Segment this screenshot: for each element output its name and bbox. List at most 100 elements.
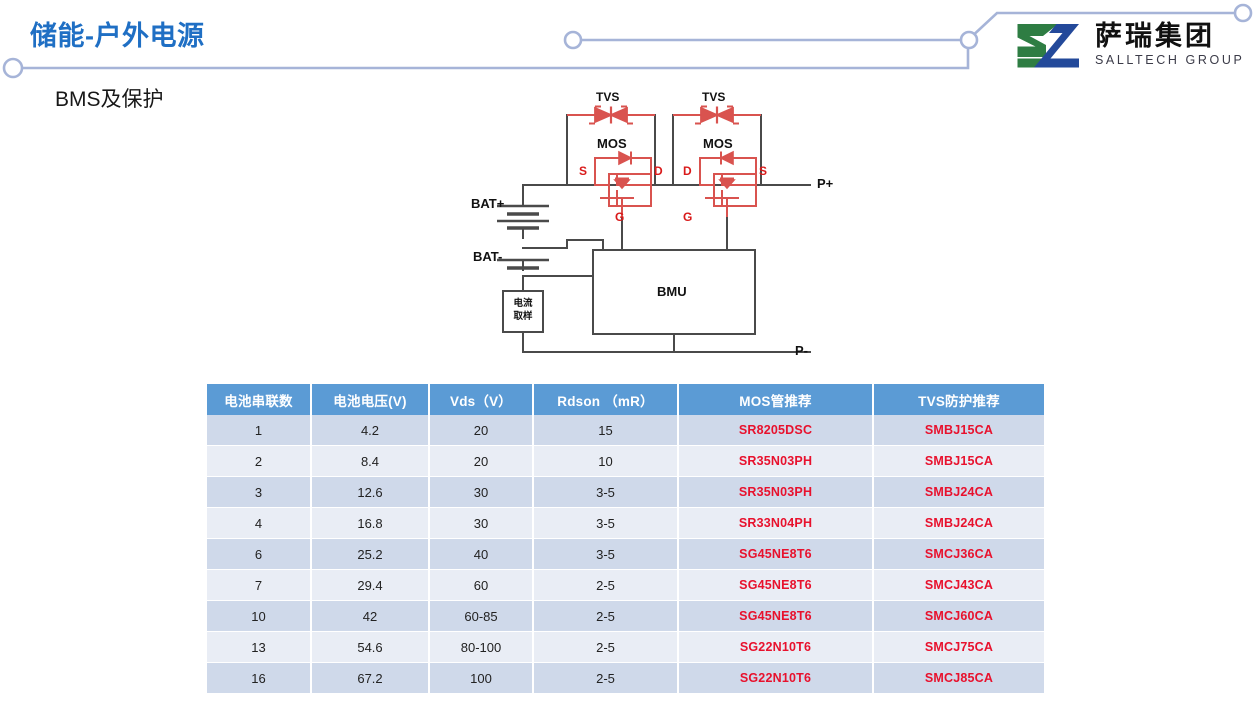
- table-row: 1 4.2 20 15 SR8205DSC SMBJ15CA: [207, 415, 1044, 446]
- cell-battery-voltage: 42: [311, 600, 430, 632]
- cell-vds: 30: [429, 507, 534, 539]
- label-p-plus: P+: [817, 176, 834, 191]
- col-header-series-count: 电池串联数: [207, 384, 312, 415]
- cell-vds: 80-100: [429, 631, 534, 663]
- cell-series-count: 16: [207, 662, 312, 694]
- cell-rdson: 10: [533, 445, 679, 477]
- col-header-battery-voltage: 电池电压(V): [311, 384, 430, 415]
- circuit-svg: [497, 105, 811, 353]
- label-bat-minus: BAT-: [473, 249, 503, 264]
- deco-circle-left: [2, 57, 24, 79]
- cell-series-count: 4: [207, 507, 312, 539]
- cell-series-count: 13: [207, 631, 312, 663]
- label-tvs-right: TVS: [702, 90, 726, 104]
- label-shunt-line1: 电流: [513, 298, 533, 309]
- company-logo: 萨瑞集团 SALLTECH GROUP: [1013, 14, 1245, 76]
- cell-vds: 20: [429, 415, 534, 446]
- cell-vds: 100: [429, 662, 534, 694]
- cell-battery-voltage: 67.2: [311, 662, 430, 694]
- logo-name-cn: 萨瑞集团: [1095, 21, 1215, 53]
- mos-tvs-selection-table: 电池串联数 电池电压(V) Vds（V） Rdson （mR） MOS管推荐 T…: [207, 384, 1044, 694]
- label-drain-left: D: [654, 164, 663, 178]
- label-p-minus: P-: [795, 343, 808, 358]
- cell-battery-voltage: 54.6: [311, 631, 430, 663]
- label-drain-right: D: [683, 164, 692, 178]
- col-header-mos-recommend: MOS管推荐: [678, 384, 874, 415]
- cell-tvs-part: SMBJ15CA: [873, 445, 1044, 477]
- cell-vds: 60: [429, 569, 534, 601]
- table-row: 13 54.6 80-100 2-5 SG22N10T6 SMCJ75CA: [207, 631, 1044, 663]
- table-row: 4 16.8 30 3-5 SR33N04PH SMBJ24CA: [207, 507, 1044, 539]
- cell-battery-voltage: 12.6: [311, 476, 430, 508]
- cell-mos-part: SG45NE8T6: [678, 538, 874, 570]
- cell-mos-part: SG45NE8T6: [678, 600, 874, 632]
- cell-vds: 40: [429, 538, 534, 570]
- cell-vds: 20: [429, 445, 534, 477]
- cell-tvs-part: SMCJ75CA: [873, 631, 1044, 663]
- label-tvs-left: TVS: [596, 90, 620, 104]
- label-source-left: S: [579, 164, 588, 178]
- cell-tvs-part: SMCJ85CA: [873, 662, 1044, 694]
- cell-tvs-part: SMCJ36CA: [873, 538, 1044, 570]
- cell-battery-voltage: 16.8: [311, 507, 430, 539]
- cell-series-count: 10: [207, 600, 312, 632]
- cell-tvs-part: SMBJ24CA: [873, 476, 1044, 508]
- table-row: 2 8.4 20 10 SR35N03PH SMBJ15CA: [207, 445, 1044, 477]
- cell-tvs-part: SMBJ15CA: [873, 415, 1044, 446]
- table-row: 3 12.6 30 3-5 SR35N03PH SMBJ24CA: [207, 476, 1044, 508]
- deco-circle-middle: [563, 30, 583, 50]
- label-mos-left: MOS: [597, 136, 627, 151]
- cell-rdson: 2-5: [533, 600, 679, 632]
- col-header-vds: Vds（V）: [429, 384, 534, 415]
- cell-rdson: 15: [533, 415, 679, 446]
- table-row: 16 67.2 100 2-5 SG22N10T6 SMCJ85CA: [207, 662, 1044, 694]
- salltech-logo-mark: [1017, 24, 1079, 68]
- cell-tvs-part: SMCJ60CA: [873, 600, 1044, 632]
- cell-series-count: 7: [207, 569, 312, 601]
- cell-rdson: 2-5: [533, 662, 679, 694]
- cell-battery-voltage: 25.2: [311, 538, 430, 570]
- label-gate-right: G: [683, 210, 693, 224]
- cell-mos-part: SR35N03PH: [678, 476, 874, 508]
- table-header-row: 电池串联数 电池电压(V) Vds（V） Rdson （mR） MOS管推荐 T…: [207, 384, 1044, 415]
- cell-tvs-part: SMBJ24CA: [873, 507, 1044, 539]
- cell-mos-part: SG45NE8T6: [678, 569, 874, 601]
- label-mos-right: MOS: [703, 136, 733, 151]
- cell-mos-part: SR33N04PH: [678, 507, 874, 539]
- table-row: 7 29.4 60 2-5 SG45NE8T6 SMCJ43CA: [207, 569, 1044, 601]
- cell-rdson: 3-5: [533, 476, 679, 508]
- col-header-rdson: Rdson （mR）: [533, 384, 679, 415]
- table-row: 10 42 60-85 2-5 SG45NE8T6 SMCJ60CA: [207, 600, 1044, 632]
- logo-name-en: SALLTECH GROUP: [1095, 53, 1245, 68]
- label-shunt-line2: 取样: [513, 311, 533, 322]
- bms-circuit-diagram: TVS TVS MOS MOS S D G D S G BAT+ BAT- P+…: [455, 88, 875, 378]
- logo-text-block: 萨瑞集团 SALLTECH GROUP: [1095, 23, 1244, 67]
- cell-rdson: 2-5: [533, 631, 679, 663]
- cell-rdson: 3-5: [533, 538, 679, 570]
- cell-series-count: 3: [207, 476, 312, 508]
- cell-series-count: 6: [207, 538, 312, 570]
- cell-series-count: 1: [207, 415, 312, 446]
- col-header-tvs-recommend: TVS防护推荐: [873, 384, 1044, 415]
- cell-battery-voltage: 29.4: [311, 569, 430, 601]
- cell-rdson: 3-5: [533, 507, 679, 539]
- table-row: 6 25.2 40 3-5 SG45NE8T6 SMCJ36CA: [207, 538, 1044, 570]
- cell-battery-voltage: 8.4: [311, 445, 430, 477]
- label-source-right: S: [759, 164, 768, 178]
- cell-mos-part: SR8205DSC: [678, 415, 874, 446]
- cell-battery-voltage: 4.2: [311, 415, 430, 446]
- cell-tvs-part: SMCJ43CA: [873, 569, 1044, 601]
- page-title: 储能-户外电源: [30, 21, 205, 51]
- cell-vds: 60-85: [429, 600, 534, 632]
- label-gate-left: G: [615, 210, 625, 224]
- cell-mos-part: SR35N03PH: [678, 445, 874, 477]
- label-bat-plus: BAT+: [471, 196, 505, 211]
- cell-vds: 30: [429, 476, 534, 508]
- label-bmu: BMU: [657, 284, 687, 299]
- cell-mos-part: SG22N10T6: [678, 631, 874, 663]
- cell-rdson: 2-5: [533, 569, 679, 601]
- section-subtitle: BMS及保护: [55, 88, 164, 111]
- deco-circle-elbow: [959, 30, 979, 50]
- cell-mos-part: SG22N10T6: [678, 662, 874, 694]
- cell-series-count: 2: [207, 445, 312, 477]
